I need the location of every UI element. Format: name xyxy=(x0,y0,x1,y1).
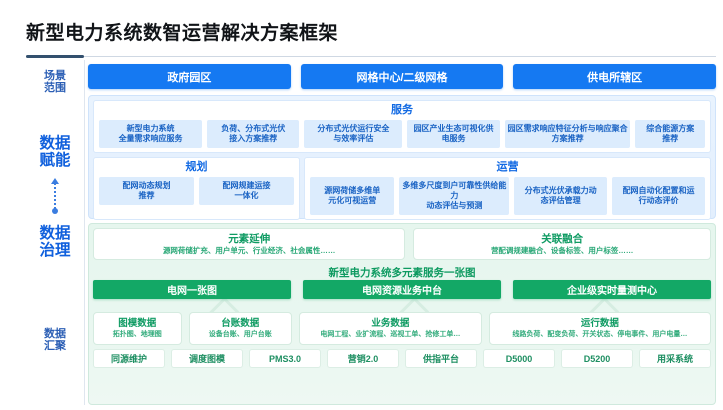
sidebar-item-scenario-line2: 范围 xyxy=(44,82,66,95)
divider-line-light xyxy=(26,56,716,57)
service-group-items: 新型电力系统全量需求响应服务 负荷、分布式光伏接入方案推荐 分布式光伏运行安全与… xyxy=(99,120,706,148)
page-title: 新型电力系统数智运营解决方案框架 xyxy=(26,23,339,44)
header-divider xyxy=(26,55,716,58)
service-cell-4[interactable]: 园区需求响应特征分析与响应聚合方案推荐 xyxy=(504,120,631,148)
operation-group-title: 运营 xyxy=(496,161,519,173)
aggregation-card-0-title: 图模数据 xyxy=(118,318,157,329)
source-system-pms30[interactable]: PMS3.0 xyxy=(249,349,321,368)
enablement-panel: 服务 新型电力系统全量需求响应服务 负荷、分布式光伏接入方案推荐 分布式光伏运行… xyxy=(88,95,716,220)
operation-cell-2[interactable]: 分布式光伏承载力动态评估管理 xyxy=(514,177,608,215)
source-system-gongzhi-pingtai[interactable]: 供指平台 xyxy=(405,349,477,368)
source-system-yingxiao20[interactable]: 营销2.0 xyxy=(327,349,399,368)
sidebar-item-enablement: 数据 赋能 xyxy=(26,135,84,170)
platform-bar-grid-one-map[interactable]: 电网一张图 xyxy=(93,280,291,299)
sidebar-item-aggregation: 数据 汇聚 xyxy=(26,328,84,353)
chevron-up-icon-1 xyxy=(209,299,239,312)
governance-panel: 元素延伸 源网荷储扩充、用户单元、行业经济、社会属性…… 关联融合 营配调规建融… xyxy=(88,223,716,405)
aggregation-card-1-title: 台账数据 xyxy=(221,318,260,329)
operation-cell-1[interactable]: 多维多尺度到户可靠性供给能力动态评估与预测 xyxy=(399,177,510,215)
service-cell-1[interactable]: 负荷、分布式光伏接入方案推荐 xyxy=(207,120,300,148)
plan-operation-row: 规划 配网动态规划推荐 配网规建运接一体化 运营 源网荷储多维单元化可视运营 多… xyxy=(93,157,711,220)
scenario-pill-supply-station[interactable]: 供电所辖区 xyxy=(513,64,717,89)
service-group-title: 服务 xyxy=(391,104,413,116)
divider-line-accent xyxy=(26,55,84,58)
service-cell-0[interactable]: 新型电力系统全量需求响应服务 xyxy=(99,120,203,148)
planning-cell-0[interactable]: 配网动态规划推荐 xyxy=(99,177,194,205)
aggregation-cards-row: 图模数据 拓扑图、地理图 台账数据 设备台账、用户台账 业务数据 电网工程、业扩… xyxy=(93,312,711,345)
sidebar-item-aggregation-line1: 数据 xyxy=(44,328,66,340)
platform-bar-resource-midplatform[interactable]: 电网资源业务中台 xyxy=(303,280,501,299)
service-group: 服务 新型电力系统全量需求响应服务 负荷、分布式光伏接入方案推荐 分布式光伏运行… xyxy=(93,100,711,153)
aggregation-card-ledger[interactable]: 台账数据 设备台账、用户台账 xyxy=(188,312,292,345)
aggregation-card-graph-model[interactable]: 图模数据 拓扑图、地理图 xyxy=(93,312,182,345)
sidebar-item-scenario-line1: 场景 xyxy=(44,70,66,82)
platform-bar-row: 电网一张图 电网资源业务中台 企业级实时量测中心 xyxy=(93,280,711,299)
scenario-pill-government-park[interactable]: 政府园区 xyxy=(88,64,291,89)
chevron-up-icon-2 xyxy=(399,299,429,312)
aggregation-card-business[interactable]: 业务数据 电网工程、业扩流程、巡视工单、抢修工单… xyxy=(298,312,482,345)
sidebar-item-aggregation-line2: 汇聚 xyxy=(44,340,66,353)
chevron-up-icon-3 xyxy=(589,299,619,312)
governance-card-association-fusion[interactable]: 关联融合 营配调规建融合、设备标签、用户标签…… xyxy=(413,228,711,260)
sidebar-item-governance: 数据 治理 xyxy=(26,225,84,260)
operation-group-items: 源网荷储多维单元化可视运营 多维多尺度到户可靠性供给能力动态评估与预测 分布式光… xyxy=(310,177,706,215)
governance-card-1-sub: 营配调规建融合、设备标签、用户标签…… xyxy=(490,245,634,255)
aggregation-card-2-title: 业务数据 xyxy=(371,318,410,329)
planning-group: 规划 配网动态规划推荐 配网规建运接一体化 xyxy=(93,157,300,220)
aggregation-card-2-sub: 电网工程、业扩流程、巡视工单、抢修工单… xyxy=(320,331,461,338)
source-system-diaodu-tumo[interactable]: 调度图模 xyxy=(171,349,243,368)
sidebar-item-governance-line1: 数据 xyxy=(39,225,71,242)
one-map-title: 新型电力系统多元素服务一张图 xyxy=(328,267,476,279)
planning-group-title: 规划 xyxy=(185,161,208,173)
aggregation-card-3-title: 运行数据 xyxy=(580,318,619,329)
arrow-stem xyxy=(54,183,56,209)
governance-card-0-sub: 源网荷储扩充、用户单元、行业经济、社会属性…… xyxy=(162,245,336,255)
sidebar-item-scenario: 场景 范围 xyxy=(26,70,84,95)
sidebar-item-governance-line2: 治理 xyxy=(39,242,71,260)
arrow-up-dotted-icon xyxy=(51,178,59,216)
arrow-tail-dot xyxy=(52,208,58,214)
service-cell-3[interactable]: 园区产业生态可视化供电服务 xyxy=(407,120,500,148)
aggregation-card-operation[interactable]: 运行数据 线路负荷、配变负荷、开关状态、停电事件、用户电量… xyxy=(488,312,711,345)
governance-card-0-title: 元素延伸 xyxy=(228,232,271,245)
governance-cards-row: 元素延伸 源网荷储扩充、用户单元、行业经济、社会属性…… 关联融合 营配调规建融… xyxy=(93,228,711,260)
sidebar-separator xyxy=(84,60,85,405)
sidebar-item-enablement-line1: 数据 xyxy=(39,135,71,152)
service-cell-2[interactable]: 分布式光伏运行安全与效率评估 xyxy=(304,120,403,148)
operation-cell-3[interactable]: 配网自动化配置和运行动态评价 xyxy=(612,177,706,215)
source-system-row: 同源维护 调度图模 PMS3.0 营销2.0 供指平台 D5000 D5200 … xyxy=(93,349,711,368)
aggregation-card-1-sub: 设备台账、用户台账 xyxy=(208,331,272,338)
governance-card-1-title: 关联融合 xyxy=(541,232,584,245)
scenario-pill-grid-center[interactable]: 网格中心/二级网格 xyxy=(300,64,504,89)
scenario-row: 政府园区 网格中心/二级网格 供电所辖区 xyxy=(88,64,717,89)
governance-card-element-extension[interactable]: 元素延伸 源网荷储扩充、用户单元、行业经济、社会属性…… xyxy=(93,228,406,260)
arrow-head xyxy=(51,178,59,184)
source-system-yongcai[interactable]: 用采系统 xyxy=(639,349,711,368)
planning-cell-1[interactable]: 配网规建运接一体化 xyxy=(199,177,294,205)
operation-group: 运营 源网荷储多维单元化可视运营 多维多尺度到户可靠性供给能力动态评估与预测 分… xyxy=(304,157,711,220)
planning-group-items: 配网动态规划推荐 配网规建运接一体化 xyxy=(99,177,294,205)
aggregation-card-0-sub: 拓扑图、地理图 xyxy=(112,331,162,338)
source-system-d5000[interactable]: D5000 xyxy=(483,349,555,368)
aggregation-card-3-sub: 线路负荷、配变负荷、开关状态、停电事件、用户电量… xyxy=(512,331,688,338)
operation-cell-0[interactable]: 源网荷储多维单元化可视运营 xyxy=(310,177,395,215)
service-cell-5[interactable]: 综合能源方案推荐 xyxy=(635,120,706,148)
sidebar-item-enablement-line2: 赋能 xyxy=(39,152,71,170)
platform-bar-realtime-measurement[interactable]: 企业级实时量测中心 xyxy=(513,280,711,299)
sidebar: 场景 范围 数据 赋能 数据 治理 数据 汇聚 xyxy=(26,60,84,405)
source-system-d5200[interactable]: D5200 xyxy=(561,349,633,368)
source-system-tongyuan-weihu[interactable]: 同源维护 xyxy=(93,349,165,368)
